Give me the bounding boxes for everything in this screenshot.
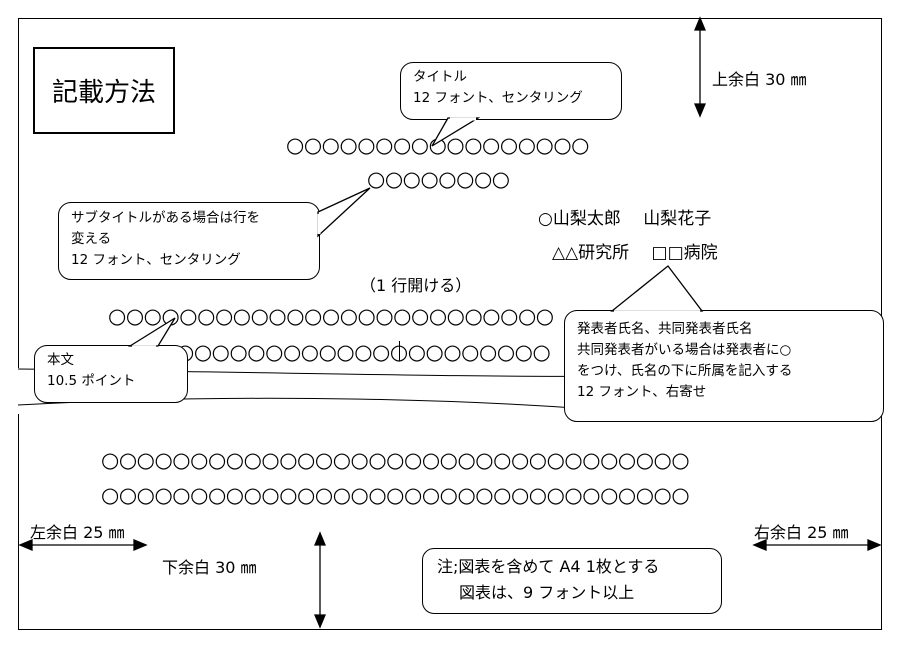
text-cursor [399,341,400,361]
note-line-1: 注;図表を含めて A4 1枚とする [437,557,660,576]
top-margin-arrow [694,16,706,118]
author-callout-line-4: 12 フォント、右寄せ [577,384,707,400]
body-line-1: ○○○○○○○○○○○○○○○○○○○○○○○○○ [108,304,554,328]
title-callout: タイトル 12 フォント、センタリング [400,62,622,120]
subtitle-callout-line-3: 12 フォント、センタリング [71,252,241,268]
body-line-3: ○○○○○○○○○○○○○○○○○○○○○○○○○○○○○○○○○ [101,448,690,472]
author-callout-line-2: 共同発表者がいる場合は発表者に○ [577,342,792,358]
author-names: ○山梨太郎 山梨花子 [538,209,712,229]
title-callout-line-1: タイトル [413,69,467,85]
left-margin-label: 左余白 25 ㎜ [30,523,125,542]
blank-line-note: （1 行開ける） [360,276,472,295]
subtitle-callout: サブタイトルがある場合は行を 変える 12 フォント、センタリング [58,202,320,280]
right-margin-arrow [752,539,882,551]
bottom-margin-label: 下余白 30 ㎜ [162,558,257,577]
author-callout: 発表者氏名、共同発表者氏名 共同発表者がいる場合は発表者に○ をつけ、氏名の下に… [564,310,884,422]
method-title-box: 記載方法 [33,47,175,134]
subtitle-line: ○○○○○○○○ [367,167,510,191]
note-line-2: 図表は、9 フォント以上 [459,583,635,602]
subtitle-callout-line-2: 変える [71,231,112,247]
title-callout-line-2: 12 フォント、センタリング [413,90,583,106]
body-callout-line-1: 本文 [47,352,74,368]
body-line-4: ○○○○○○○○○○○○○○○○○○○○○○○○○○○○○○○○○ [101,483,690,507]
left-margin-arrow [18,539,148,551]
author-callout-line-1: 発表者氏名、共同発表者氏名 [577,321,753,337]
bottom-margin-arrow [314,531,326,629]
body-line-2: ○○○○○○○○○○○○○○○○○○○○○ [176,340,551,364]
top-margin-label: 上余白 30 ㎜ [712,70,807,89]
body-callout: 本文 10.5 ポイント [34,345,188,403]
right-margin-label: 右余白 25 ㎜ [754,523,849,542]
body-callout-line-2: 10.5 ポイント [47,373,136,389]
subtitle-callout-line-1: サブタイトルがある場合は行を [71,210,260,226]
note-box: 注;図表を含めて A4 1枚とする 図表は、9 フォント以上 [422,548,722,614]
author-affiliations: △△研究所 □□病院 [552,243,718,263]
author-callout-line-3: をつけ、氏名の下に所属を記入する [577,363,793,379]
